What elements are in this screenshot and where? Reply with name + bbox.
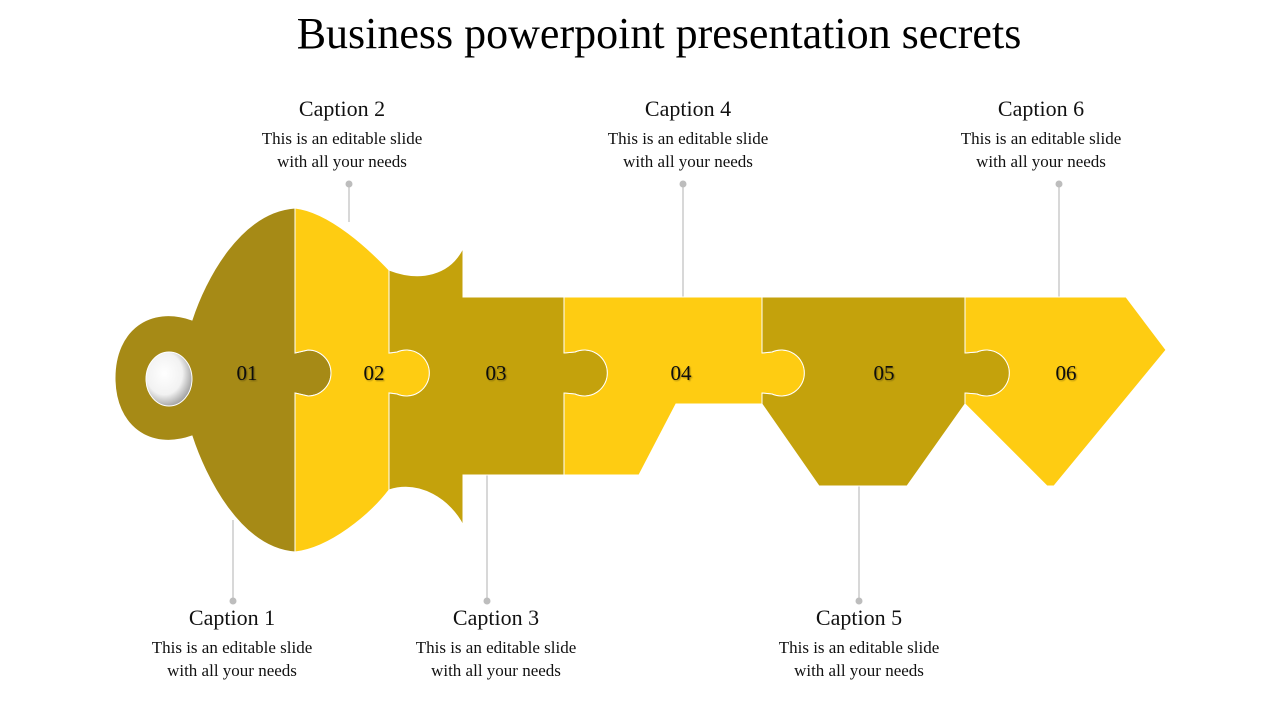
- caption-block-4: Caption 4 This is an editable slide with…: [568, 95, 808, 173]
- caption-block-1: Caption 1 This is an editable slide with…: [112, 604, 352, 682]
- caption-block-2: Caption 2 This is an editable slide with…: [222, 95, 462, 173]
- step-number-2: 02: [364, 361, 385, 385]
- step-number-4: 04: [671, 361, 693, 385]
- caption-text-4-line1: This is an editable slide: [607, 129, 769, 148]
- puzzle-piece-6[interactable]: [964, 296, 1167, 487]
- caption-title-4: Caption 4: [644, 96, 732, 121]
- caption-title-1: Caption 1: [188, 605, 276, 630]
- caption-text-3-line2: with all your needs: [431, 661, 561, 680]
- step-number-3: 03: [486, 361, 507, 385]
- caption-text-5-line1: This is an editable slide: [778, 638, 940, 657]
- caption-text-1-line2: with all your needs: [167, 661, 297, 680]
- step-number-1: 01: [237, 361, 258, 385]
- step-number-5: 05: [874, 361, 895, 385]
- connector-dot-5: [855, 597, 863, 605]
- caption-text-3: This is an editable slide with all your …: [376, 636, 616, 682]
- connector-dot-4: [679, 180, 687, 188]
- caption-title-5: Caption 5: [815, 605, 903, 630]
- caption-text-1: This is an editable slide with all your …: [112, 636, 352, 682]
- caption-text-3-line1: This is an editable slide: [415, 638, 577, 657]
- caption-text-5-line2: with all your needs: [794, 661, 924, 680]
- caption-text-2: This is an editable slide with all your …: [222, 127, 462, 173]
- caption-title-3: Caption 3: [452, 605, 540, 630]
- connector-dot-6: [1055, 180, 1063, 188]
- caption-text-6-line2: with all your needs: [976, 152, 1106, 171]
- connector-dot-3: [483, 597, 491, 605]
- connectors: [229, 180, 1063, 605]
- caption-block-6: Caption 6 This is an editable slide with…: [921, 95, 1161, 173]
- connector-dot-1: [229, 597, 237, 605]
- step-numbers: 01 02 03 04 05 06: [237, 361, 1077, 385]
- connector-dot-2: [345, 180, 353, 188]
- caption-text-2-line1: This is an editable slide: [261, 129, 423, 148]
- caption-text-5: This is an editable slide with all your …: [739, 636, 979, 682]
- step-number-6: 06: [1056, 361, 1077, 385]
- caption-text-2-line2: with all your needs: [277, 152, 407, 171]
- caption-text-4-line2: with all your needs: [623, 152, 753, 171]
- caption-text-6-line1: This is an editable slide: [960, 129, 1122, 148]
- caption-block-5: Caption 5 This is an editable slide with…: [739, 604, 979, 682]
- caption-text-6: This is an editable slide with all your …: [921, 127, 1161, 173]
- slide-title: Business powerpoint presentation secrets: [296, 9, 1022, 58]
- caption-text-4: This is an editable slide with all your …: [568, 127, 808, 173]
- caption-title-2: Caption 2: [298, 96, 386, 121]
- caption-title-6: Caption 6: [997, 96, 1085, 121]
- key-ring-hole: [145, 351, 193, 407]
- puzzle-piece-1[interactable]: [114, 207, 332, 553]
- caption-text-1-line1: This is an editable slide: [151, 638, 313, 657]
- caption-block-3: Caption 3 This is an editable slide with…: [376, 604, 616, 682]
